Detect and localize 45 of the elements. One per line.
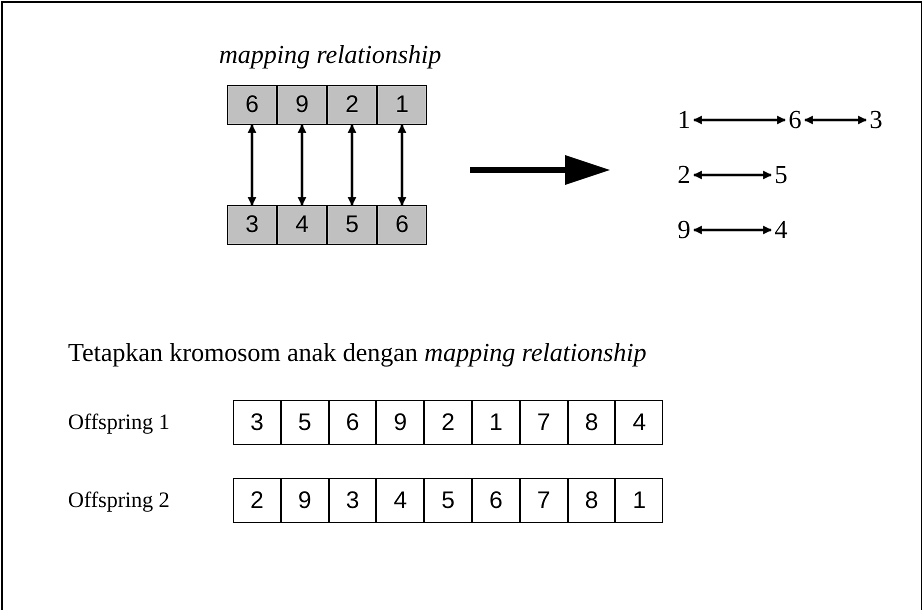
gene-cell: 8: [568, 400, 616, 445]
gene-cell: 9: [280, 478, 329, 523]
gene-cell: 6: [472, 478, 520, 523]
gene-cell: 3: [328, 478, 376, 523]
offspring-label: Offspring 2: [68, 487, 170, 513]
gene-cell: 4: [615, 400, 664, 445]
gene-number: 1: [676, 105, 692, 135]
gene-cell: 3: [227, 205, 277, 245]
gene-cell: 2: [424, 400, 472, 445]
gene-cell: 8: [568, 478, 616, 523]
gene-cell: 5: [280, 400, 329, 445]
gene-cell: 7: [520, 478, 568, 523]
gene-cell: 5: [424, 478, 472, 523]
gene-cell: 3: [233, 400, 281, 445]
gene-number: 3: [868, 105, 884, 135]
gene-cell: 6: [227, 85, 277, 125]
gene-cell: 9: [376, 400, 424, 445]
double-arrow: [693, 226, 772, 234]
double-arrow: [248, 124, 256, 206]
double-arrow: [298, 124, 306, 206]
diagram-title: mapping relationship: [219, 40, 442, 70]
double-arrow: [348, 124, 356, 206]
gene-cell: 2: [233, 478, 281, 523]
gene-number: 9: [676, 215, 692, 245]
gene-cell: 1: [377, 85, 427, 125]
gene-cell: 9: [277, 85, 327, 125]
gene-number: 5: [773, 160, 789, 190]
double-arrow: [693, 116, 786, 124]
gene-cell: 6: [377, 205, 427, 245]
instruction-text: Tetapkan kromosom anak dengan mapping relationship: [68, 338, 647, 368]
gene-number: 2: [676, 160, 692, 190]
gene-cell: 1: [615, 478, 664, 523]
gene-cell: 6: [328, 400, 376, 445]
gene-cell: 2: [327, 85, 377, 125]
gene-number: 4: [773, 215, 789, 245]
gene-cell: 5: [327, 205, 377, 245]
gene-number: 6: [787, 105, 803, 135]
double-arrow: [804, 116, 867, 124]
gene-cell: 4: [277, 205, 327, 245]
double-arrow: [693, 170, 772, 180]
gene-cell: 7: [520, 400, 568, 445]
offspring-label: Offspring 1: [68, 409, 170, 435]
double-arrow: [398, 124, 406, 206]
gene-cell: 1: [472, 400, 520, 445]
gene-cell: 4: [376, 478, 424, 523]
